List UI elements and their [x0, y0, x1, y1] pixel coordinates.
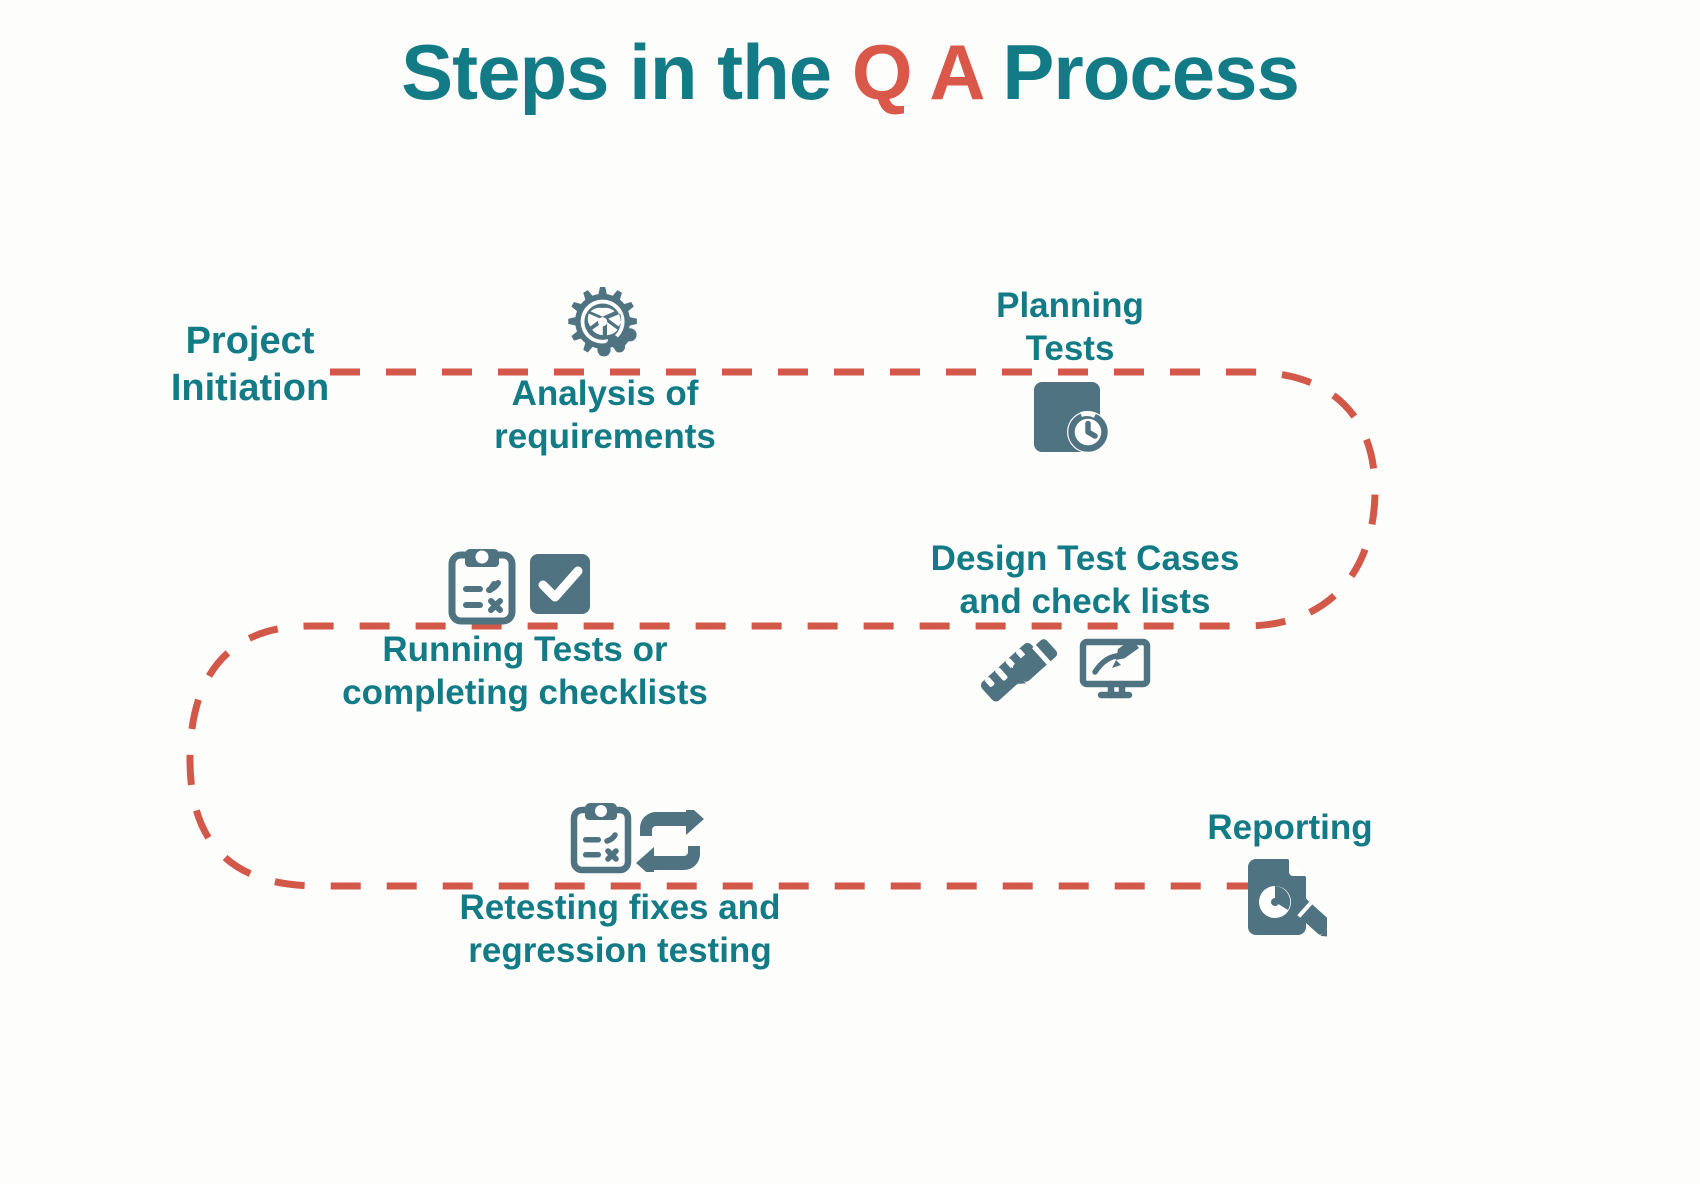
title-part-qa: Q A — [851, 28, 983, 116]
step-label-retesting-fixes: Retesting fixes and regression testing — [459, 888, 781, 971]
step-label-design-test-cases: Design Test Cases and check lists — [930, 539, 1240, 622]
step-label-planning-tests: Planning Tests — [996, 286, 1144, 369]
report-pencil-icon — [1243, 858, 1327, 944]
step-label-reporting: Reporting — [1207, 808, 1373, 847]
gear-analytics-icon — [554, 283, 650, 375]
title-part-3: Process — [981, 28, 1300, 116]
step-label-running-tests: Running Tests or completing checklists — [342, 630, 708, 713]
clipboard-list-icon — [448, 545, 516, 625]
ruler-pencil-icon — [978, 630, 1070, 710]
monitor-pen-icon — [1078, 637, 1152, 703]
step-label-project-initiation: Project Initiation — [170, 320, 330, 410]
clipboard-retest-icon — [570, 800, 632, 874]
checkbox-checked-icon — [528, 552, 592, 616]
step-label-analysis-of-requirements: Analysis of requirements — [494, 374, 716, 457]
refresh-arrows-icon — [632, 810, 708, 872]
title-part-1: Steps in the — [401, 28, 852, 116]
page-title: Steps in the Q A Process — [0, 31, 1700, 114]
calendar-clock-icon — [1028, 382, 1110, 454]
